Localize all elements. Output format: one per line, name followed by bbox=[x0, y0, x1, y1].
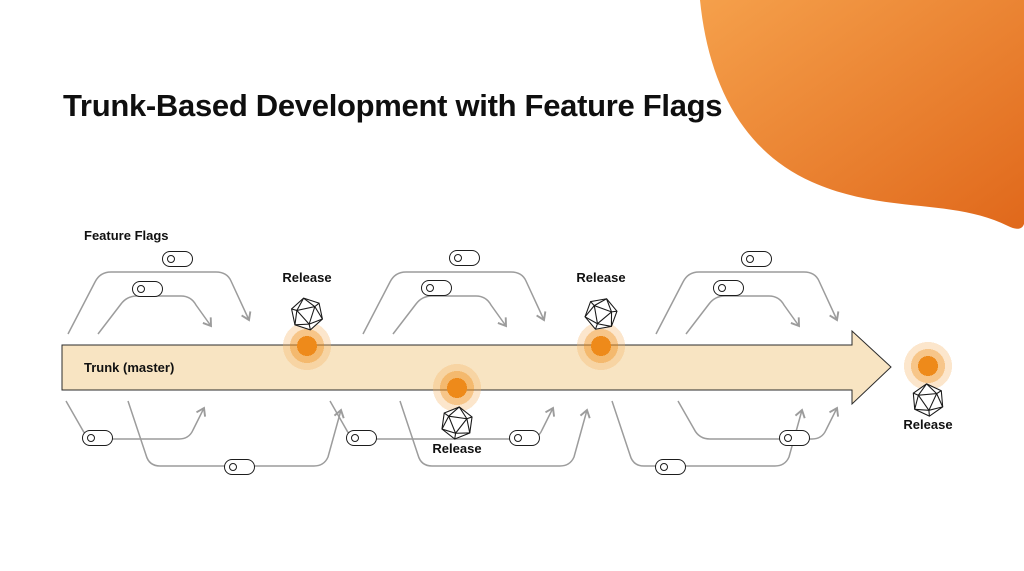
feature-flag-toggle-icon bbox=[162, 251, 193, 267]
toggle-knob bbox=[718, 284, 726, 292]
release-label: Release bbox=[282, 270, 332, 285]
release-icosahedron-icon bbox=[908, 380, 947, 419]
release-glow-dot bbox=[429, 360, 485, 416]
branch-arrow bbox=[362, 271, 547, 335]
release-icosahedron-icon bbox=[437, 403, 478, 444]
branch-arrow bbox=[392, 295, 508, 335]
toggle-knob bbox=[167, 255, 175, 263]
feature-flag-toggle-icon bbox=[713, 280, 744, 296]
branch-arrow bbox=[655, 271, 840, 335]
blob-shape bbox=[700, 0, 1024, 229]
feature-flag-toggle-icon bbox=[741, 251, 772, 267]
toggle-knob bbox=[137, 285, 145, 293]
feature-flag-toggle-icon bbox=[421, 280, 452, 296]
release-label: Release bbox=[576, 270, 626, 285]
toggle-knob bbox=[514, 434, 522, 442]
branch-arrow bbox=[97, 295, 213, 335]
toggle-knob bbox=[351, 434, 359, 442]
feature-flag-toggle-icon bbox=[346, 430, 377, 446]
toggle-knob bbox=[426, 284, 434, 292]
branch-arrow bbox=[67, 271, 252, 335]
toggle-knob bbox=[229, 463, 237, 471]
release-label: Release bbox=[432, 441, 482, 456]
feature-flag-toggle-icon bbox=[449, 250, 480, 266]
trunk-label: Trunk (master) bbox=[84, 360, 175, 375]
toggle-knob bbox=[660, 463, 668, 471]
feature-flag-toggle-icon bbox=[132, 281, 163, 297]
toggle-knob bbox=[784, 434, 792, 442]
toggle-knob bbox=[746, 255, 754, 263]
release-label: Release bbox=[903, 417, 953, 432]
feature-flag-toggle-icon bbox=[779, 430, 810, 446]
release-icosahedron-icon bbox=[286, 293, 329, 336]
branch-arrow bbox=[399, 400, 591, 467]
page-title: Trunk-Based Development with Feature Fla… bbox=[63, 88, 723, 123]
decorative-orange-blob bbox=[700, 0, 1024, 229]
feature-flags-label: Feature Flags bbox=[84, 228, 169, 243]
feature-flag-toggle-icon bbox=[509, 430, 540, 446]
branch-arrow bbox=[127, 400, 345, 467]
branch-arrow bbox=[685, 295, 801, 335]
branch-arrow bbox=[677, 400, 840, 440]
branch-arrow bbox=[611, 400, 806, 467]
feature-flag-toggle-icon bbox=[224, 459, 255, 475]
toggle-knob bbox=[87, 434, 95, 442]
feature-flag-toggle-icon bbox=[82, 430, 113, 446]
feature-flag-toggle-icon bbox=[655, 459, 686, 475]
toggle-knob bbox=[454, 254, 462, 262]
